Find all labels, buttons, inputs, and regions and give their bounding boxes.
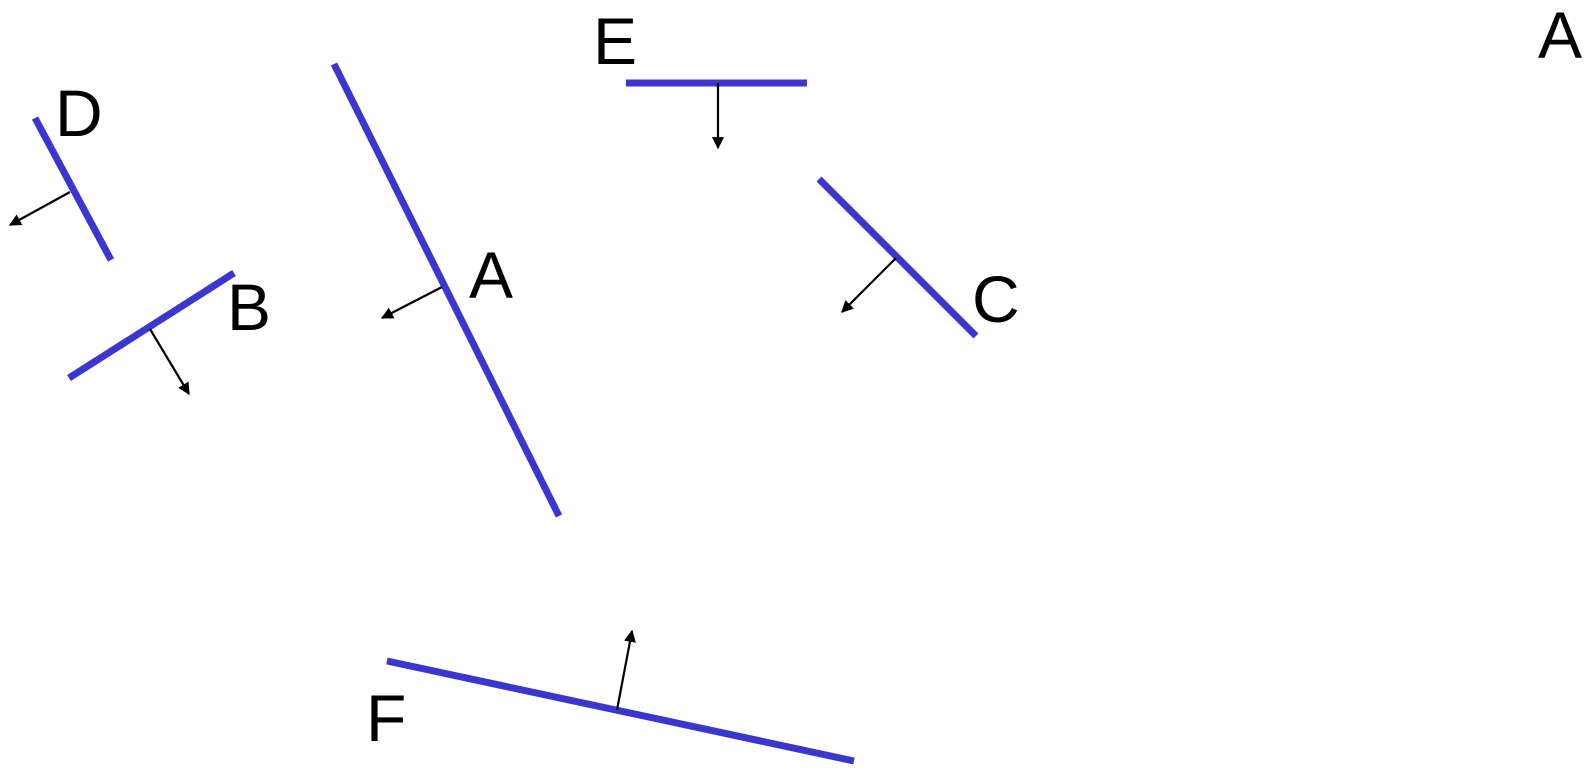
normal-arrow-d bbox=[8, 191, 71, 226]
segment-label-f: F bbox=[366, 681, 406, 755]
segment-group-a: A bbox=[330, 62, 563, 518]
segment-group-c: C bbox=[816, 176, 1020, 339]
segment-group-d: D bbox=[8, 76, 115, 262]
normal-arrow-f bbox=[615, 629, 636, 711]
segment-label-a: A bbox=[469, 238, 513, 312]
normal-arrow-a bbox=[380, 286, 443, 319]
normal-arrow-c bbox=[841, 257, 897, 313]
segment-d[interactable] bbox=[31, 116, 115, 262]
segment-label-e: E bbox=[593, 4, 637, 78]
segment-group-f: F bbox=[366, 629, 855, 765]
segment-b[interactable] bbox=[67, 270, 236, 381]
segment-a[interactable] bbox=[330, 62, 563, 518]
segment-c[interactable] bbox=[816, 176, 979, 339]
segment-group-e: E bbox=[593, 4, 807, 150]
segment-label-c: C bbox=[972, 262, 1020, 336]
corner-label: A bbox=[1538, 0, 1582, 72]
segment-label-d: D bbox=[55, 76, 103, 150]
normal-arrow-b bbox=[149, 328, 190, 396]
segment-group-b: B bbox=[67, 270, 271, 396]
segment-f[interactable] bbox=[386, 657, 855, 765]
segment-label-b: B bbox=[227, 270, 271, 344]
